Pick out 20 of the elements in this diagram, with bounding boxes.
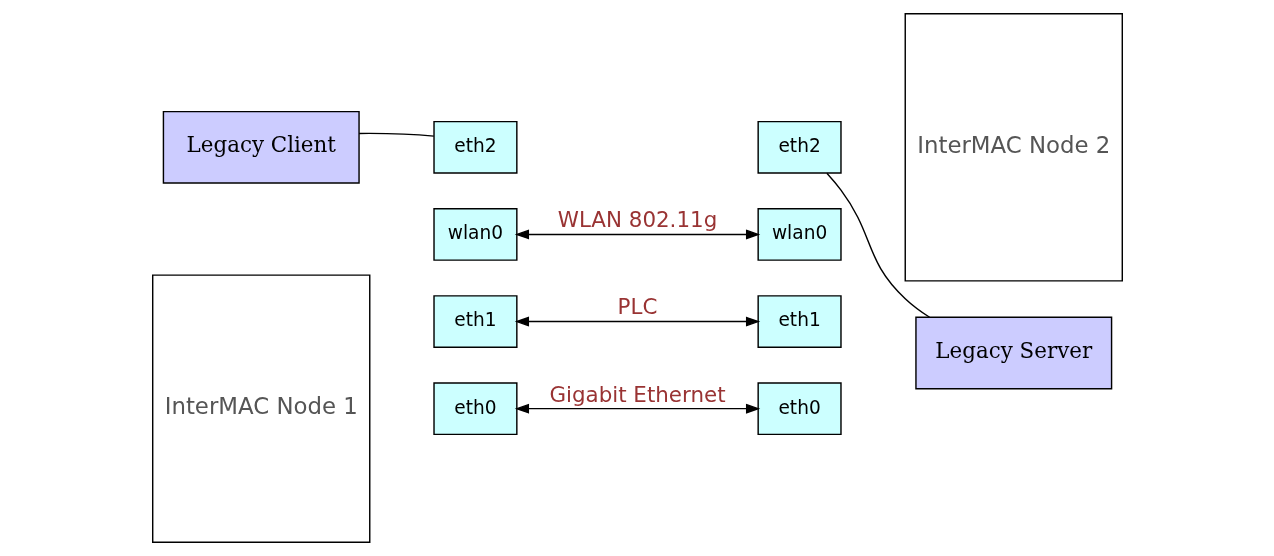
connector [825, 172, 930, 318]
edge-label: Gigabit Ethernet [548, 381, 726, 407]
node-box: eth0 [756, 382, 842, 436]
edge-label: WLAN 802.11g [557, 207, 717, 233]
node-box: eth2 [756, 120, 842, 174]
node-box: eth2 [432, 120, 518, 174]
node-box: eth0 [432, 382, 518, 436]
node-box: wlan0 [756, 208, 842, 261]
arrow [514, 316, 760, 327]
node-box: InterMAC Node 1 [151, 274, 370, 543]
node-box: Legacy Server [914, 316, 1112, 390]
node-box: InterMAC Node 2 [904, 13, 1123, 282]
edge-label: PLC [617, 294, 657, 320]
arrow [514, 229, 760, 240]
node-box: eth1 [756, 295, 842, 348]
node-box: Legacy Client [162, 110, 360, 184]
node-box: eth1 [432, 295, 518, 348]
node-box: wlan0 [432, 208, 518, 261]
arrow [514, 403, 760, 414]
connector [357, 132, 434, 137]
